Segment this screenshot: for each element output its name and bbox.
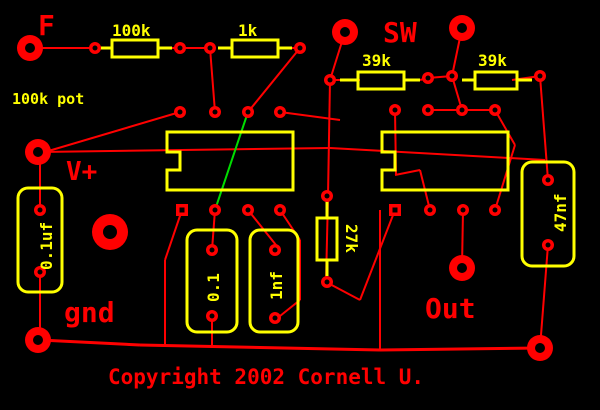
pad-r27k-a-hole <box>324 193 330 199</box>
pad-ic1-6-hole <box>245 109 251 115</box>
pad-gnd-right-terminal-hole <box>535 343 545 353</box>
label-cap-1nf: 1nf <box>267 271 286 300</box>
pad-r39k-b-hole <box>425 75 431 81</box>
pad-ic1-1-hole <box>179 207 185 213</box>
jumper-wire <box>214 111 249 211</box>
pad-sw-terminal-hole <box>340 27 350 37</box>
pad-ic1-7-hole <box>212 109 218 115</box>
resistor-1k-outline <box>230 38 280 59</box>
pad-vplus-terminal-hole <box>33 147 43 157</box>
labels: F SW 100k 1k 39k 39k 100k pot V+ 0.1uf 0… <box>12 9 570 389</box>
pad-sw2-terminal-hole <box>457 23 467 33</box>
resistor-39k-right-outline <box>473 70 519 91</box>
pad-ic1-2-hole <box>212 207 218 213</box>
label-pot: 100k pot <box>12 90 84 108</box>
pad-c1-a-hole <box>37 207 43 213</box>
label-vplus: V+ <box>66 157 97 187</box>
pad-r39k-d-hole <box>537 73 543 79</box>
pad-r39k-a-hole <box>327 77 333 83</box>
label-f: F <box>38 9 55 42</box>
pad-ic1-5-hole <box>277 109 283 115</box>
pads <box>17 15 554 361</box>
pad-r1k-a-hole <box>207 45 213 51</box>
pad-r27k-b-hole <box>324 279 330 285</box>
pad-out-terminal-hole <box>457 263 467 273</box>
pad-c1-b-hole <box>37 269 43 275</box>
pad-c2-b-hole <box>209 313 215 319</box>
pad-r100k-b-hole <box>177 45 183 51</box>
ic-right-outline <box>380 130 510 192</box>
pad-c3-a-hole <box>272 247 278 253</box>
label-cap-0-1uf: 0.1uf <box>37 222 56 270</box>
pad-c4-b-hole <box>545 242 551 248</box>
pad-ic1-8-hole <box>177 109 183 115</box>
ic-left-outline <box>165 130 295 192</box>
pad-c3-b-hole <box>272 315 278 321</box>
label-cap-47nf: 47nf <box>551 193 570 232</box>
pad-r100k-a-hole <box>92 45 98 51</box>
pad-c2-a-hole <box>209 247 215 253</box>
pad-f-terminal-hole <box>25 43 35 53</box>
pad-r1k-b-hole <box>297 45 303 51</box>
pad-gnd-terminal-hole <box>33 335 43 345</box>
cap-47nf-outline <box>520 160 576 268</box>
copyright-text: Copyright 2002 Cornell U. <box>108 365 424 389</box>
pad-ic2-6-hole <box>459 107 465 113</box>
label-cap-0-1: 0.1 <box>204 273 223 302</box>
pad-ic2-1-hole <box>392 207 398 213</box>
cap-0-1-outline <box>185 228 239 334</box>
label-r-1k: 1k <box>238 21 258 40</box>
pad-ic2-7-hole <box>425 107 431 113</box>
label-r-39k-right: 39k <box>478 51 507 70</box>
label-r-27k: 27k <box>342 224 361 253</box>
pad-ic2-8-hole <box>392 107 398 113</box>
label-gnd: gnd <box>64 296 115 329</box>
cap-0-1uf-outline <box>16 186 64 294</box>
label-r-100k: 100k <box>112 21 151 40</box>
label-out: Out <box>425 292 476 325</box>
pad-ic1-4-hole <box>277 207 283 213</box>
pad-ic2-2-hole <box>427 207 433 213</box>
label-sw: SW <box>383 16 417 49</box>
pad-ic2-4-hole <box>492 207 498 213</box>
pad-mounting-hole-hole <box>103 225 117 239</box>
cap-1nf-outline <box>248 228 300 334</box>
resistor-100k-outline <box>110 38 160 59</box>
silkscreen <box>16 38 576 334</box>
pad-ic2-3-hole <box>460 207 466 213</box>
resistor-39k-left-outline <box>356 70 406 91</box>
pad-r39k-c-hole <box>449 73 455 79</box>
label-r-39k-left: 39k <box>362 51 391 70</box>
pad-c4-a-hole <box>545 177 551 183</box>
pad-ic1-3-hole <box>245 207 251 213</box>
pad-ic2-5-hole <box>492 107 498 113</box>
